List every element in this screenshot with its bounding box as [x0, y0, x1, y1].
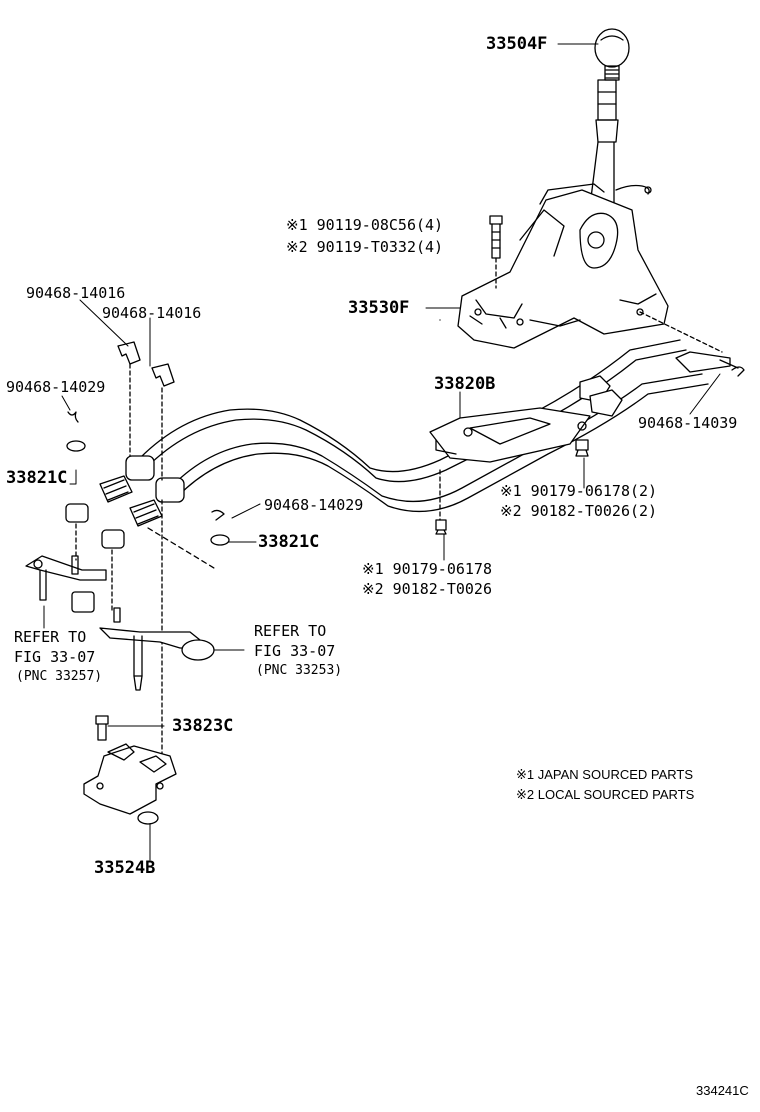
cable-bracket-lower-part	[83, 743, 177, 825]
label-knob: 33504F	[486, 34, 548, 54]
housing-bolt-part	[489, 215, 503, 289]
label-clip-b: 90468-14016	[102, 304, 202, 322]
bracket-bolt-part	[95, 715, 109, 741]
shift-lever-housing-part	[457, 183, 669, 349]
cable-end-mid	[101, 477, 185, 549]
label-bracket-bolt: 33823C	[172, 716, 234, 736]
shift-knob-part	[594, 28, 630, 81]
label-cable-assy: 33820B	[434, 374, 496, 394]
clip-a-part	[117, 341, 141, 365]
label-clip-a: 90468-14016	[26, 284, 126, 302]
lever-arm-left	[25, 555, 107, 601]
pin-left-part	[67, 411, 79, 423]
washer-mid-part	[210, 534, 230, 546]
note-local-sourced: ※2 LOCAL SOURCED PARTS	[516, 787, 695, 802]
label-nut-jp-2: ※1 90179-06178(2)	[500, 482, 658, 500]
lever-arm-right	[71, 591, 215, 691]
label-washer-left: 33821C	[6, 468, 68, 488]
label-refer-right-3: (PNC 33253)	[256, 663, 343, 678]
label-refer-right-1: REFER TO	[254, 622, 327, 640]
note-japan-sourced: ※1 JAPAN SOURCED PARTS	[516, 767, 694, 782]
label-bolt-jp: ※1 90119-08C56(4)	[286, 216, 444, 234]
clip-right-part	[731, 366, 745, 377]
label-pin-mid: 90468-14029	[264, 496, 364, 514]
label-refer-right-2: FIG 33-07	[254, 642, 336, 660]
pin-mid-part	[211, 509, 225, 521]
label-refer-left-3: (PNC 33257)	[16, 669, 103, 684]
label-clip-right: 90468-14039	[638, 414, 738, 432]
label-refer-left-2: FIG 33-07	[14, 648, 96, 666]
label-bracket: 33524B	[94, 858, 156, 878]
cable-end-left	[65, 455, 155, 523]
label-bolt-local: ※2 90119-T0332(4)	[286, 238, 444, 256]
figure-id: 334241C	[696, 1083, 749, 1098]
leader-lines	[43, 43, 721, 861]
label-refer-left-1: REFER TO	[14, 628, 87, 646]
label-washer-mid: 33821C	[258, 532, 320, 552]
label-nut-jp: ※1 90179-06178	[362, 560, 492, 578]
washer-left-part	[66, 440, 86, 452]
bracket-nut-part	[575, 439, 589, 457]
shift-lever-rod	[589, 79, 652, 212]
cable-bracket-part	[429, 407, 591, 463]
label-shift-lever-housing: 33530F	[348, 298, 410, 318]
label-nut-local-2: ※2 90182-T0026(2)	[500, 502, 658, 520]
label-pin-left: 90468-14029	[6, 378, 106, 396]
label-nut-local: ※2 90182-T0026	[362, 580, 492, 598]
single-nut-part	[435, 519, 447, 535]
clip-b-part	[151, 363, 175, 387]
